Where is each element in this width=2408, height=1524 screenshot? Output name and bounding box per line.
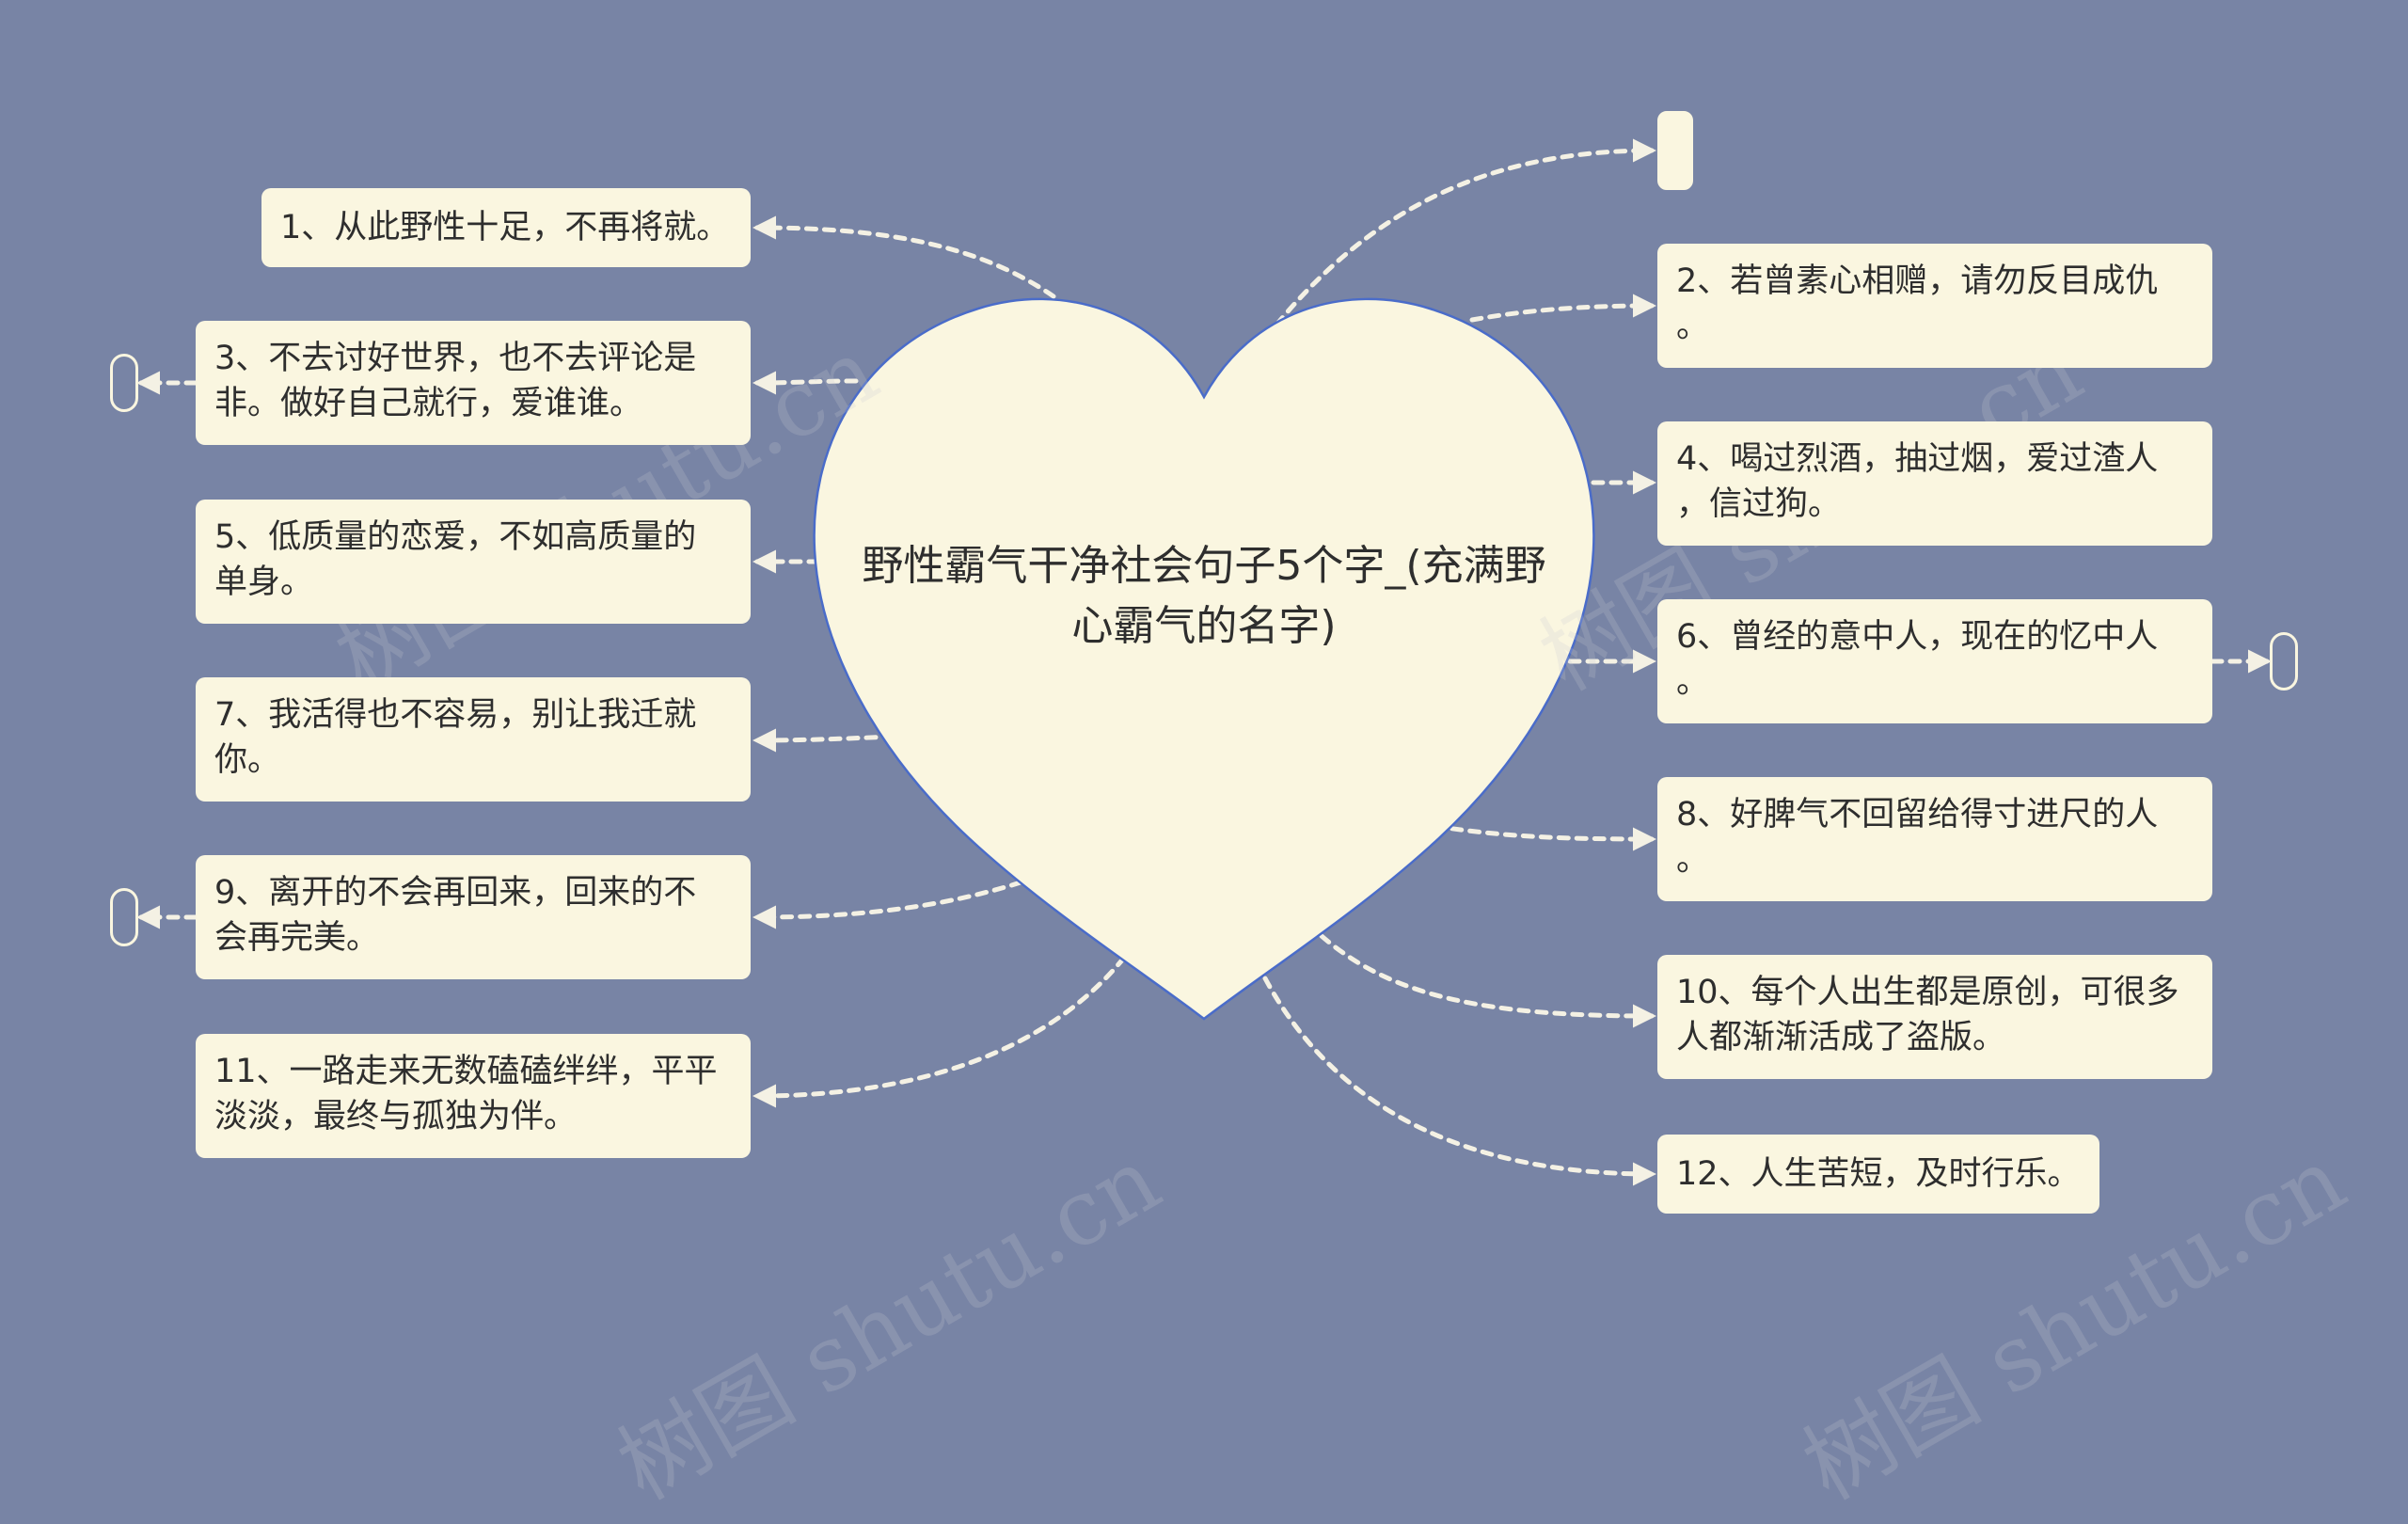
topic-node-1[interactable]: 1、从此野性十足，不再将就。 <box>261 188 751 267</box>
connector-left-1 <box>752 215 1056 299</box>
connector-right-12 <box>1262 976 1656 1186</box>
topic-node-3[interactable]: 3、不去讨好世界，也不去评论是 非。做好自己就行，爱谁谁。 <box>196 321 751 445</box>
collapsed-branch-stub-3[interactable] <box>110 354 138 412</box>
topic-node-2[interactable]: 2、若曾素心相赠，请勿反目成仇 。 <box>1657 244 2212 368</box>
central-topic-title[interactable]: 野性霸气干净社会句子5个字_(充满野心霸气的名字) <box>862 542 1546 650</box>
connector-right-8 <box>1432 823 1656 851</box>
connector-left-11 <box>752 955 1127 1108</box>
topic-node-9[interactable]: 9、离开的不会再回来，回来的不 会再完美。 <box>196 855 751 979</box>
connector-top-stub <box>1262 138 1656 341</box>
connector-left-7 <box>752 728 896 753</box>
topic-node-8[interactable]: 8、好脾气不回留给得寸进尺的人 。 <box>1657 777 2212 901</box>
empty-topic-stub[interactable] <box>1657 111 1693 190</box>
connector-left-9 <box>752 880 1023 929</box>
topic-node-11[interactable]: 11、一路走来无数磕磕绊绊，平平 淡淡，最终与孤独为伴。 <box>196 1034 751 1158</box>
collapsed-branch-stub-6[interactable] <box>2270 632 2298 691</box>
center-heart-shape <box>813 297 1595 1021</box>
connector-left-3 <box>752 371 859 395</box>
topic-node-4[interactable]: 4、喝过烈酒，抽过烟，爱过渣人 ，信过狗。 <box>1657 421 2212 546</box>
topic-node-12[interactable]: 12、人生苦短，及时行乐。 <box>1657 1135 2099 1214</box>
connector-right-10 <box>1319 933 1656 1028</box>
connector-right-2 <box>1469 294 1656 323</box>
topic-node-7[interactable]: 7、我活得也不容易，别让我迁就 你。 <box>196 677 751 802</box>
collapsed-branch-stub-9[interactable] <box>110 888 138 946</box>
topic-node-6[interactable]: 6、曾经的意中人，现在的忆中人 。 <box>1657 599 2212 723</box>
mindmap-canvas <box>136 138 2272 1186</box>
topic-node-5[interactable]: 5、低质量的恋爱，不如高质量的 单身。 <box>196 500 751 624</box>
topic-node-10[interactable]: 10、每个人出生都是原创，可很多 人都渐渐活成了盗版。 <box>1657 955 2212 1079</box>
